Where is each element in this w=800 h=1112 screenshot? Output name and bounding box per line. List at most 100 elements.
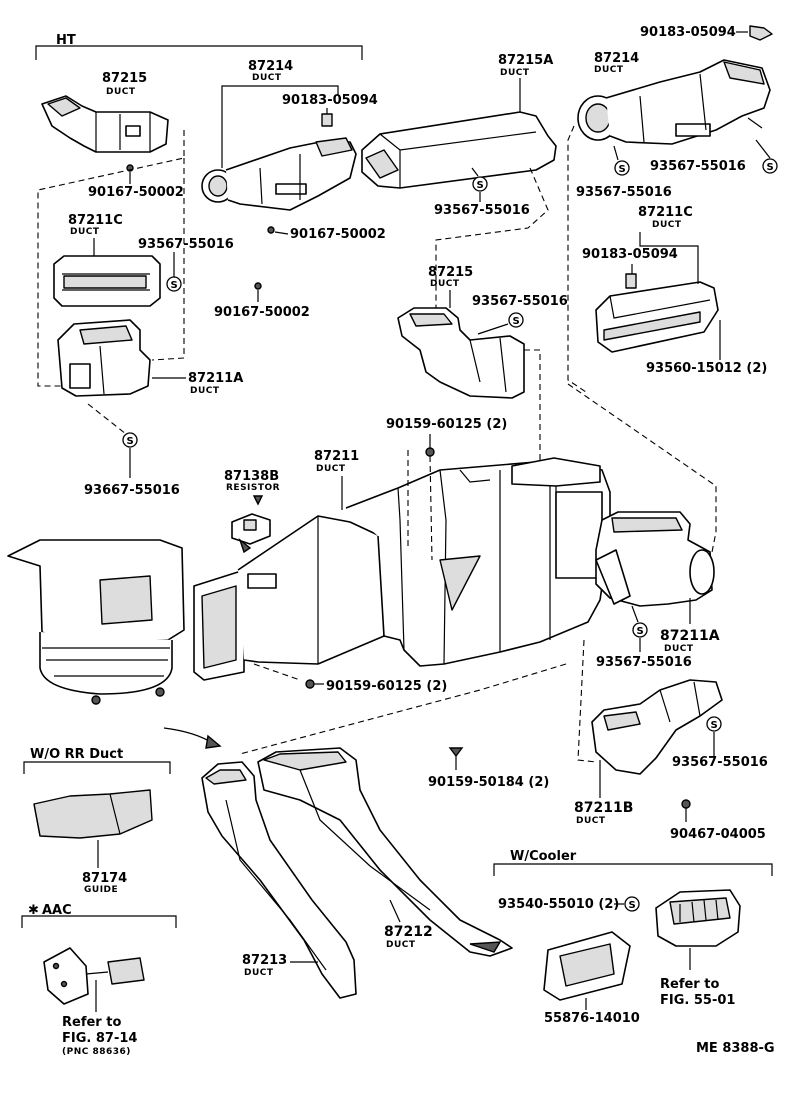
label-87211a-right-pn: 87211A — [660, 628, 720, 644]
assembly-dash-right — [567, 125, 587, 393]
clip-icon — [321, 113, 333, 127]
label-87211-name: DUCT — [316, 464, 346, 474]
heater-unit-87211 — [7, 457, 611, 705]
fastener-90183-05094-left: 90183-05094 — [282, 93, 378, 108]
duct-87212 — [257, 747, 513, 957]
cooler-outlet-part — [655, 889, 741, 947]
wo-rr-duct-section: W/O RR Duct — [23, 747, 171, 774]
screw-icon — [252, 495, 264, 506]
duct-87214-left — [201, 137, 357, 211]
label-87211b-pn: 87211B — [574, 800, 633, 816]
label-87215a-name: DUCT — [500, 68, 530, 78]
ref-fig87-line1: Refer to — [62, 1015, 121, 1030]
sealer-symbol-letter: S — [477, 180, 484, 191]
fastener-90467-04005: 90467-04005 — [670, 827, 766, 842]
label-87174-name: GUIDE — [84, 885, 118, 895]
screw-icon — [254, 282, 262, 290]
sealer-symbol-icon — [508, 312, 524, 328]
fastener-90183-05094-top: 90183-05094 — [640, 25, 736, 40]
label-87214-right-name: DUCT — [594, 65, 624, 75]
label-87211c-right-pn: 87211C — [638, 205, 693, 220]
sealer-symbol-letter: S — [767, 162, 774, 173]
duct-87211b — [591, 679, 723, 775]
sealer-symbol-icon — [614, 160, 630, 176]
fastener-90167-50002-a: 90167-50002 — [88, 185, 184, 200]
ht-section: HT — [35, 33, 363, 60]
label-87213-name: DUCT — [244, 968, 274, 978]
sealer-symbol-letter: S — [619, 164, 626, 175]
fastener-93567-55016-b: 93567-55016 — [434, 203, 530, 218]
screw-icon — [425, 447, 435, 457]
duct-87211a-right — [595, 511, 715, 607]
label-87214-left-pn: 87214 — [248, 59, 293, 74]
fastener-90159-60125-top: 90159-60125 (2) — [386, 417, 507, 432]
ref-fig55-line1: Refer to — [660, 977, 719, 992]
fastener-90159-50184: 90159-50184 (2) — [428, 775, 549, 790]
duct-87213 — [201, 761, 357, 999]
ht-section-title: HT — [56, 33, 76, 48]
duct-87215-mid — [397, 307, 525, 399]
clip-icon — [749, 25, 773, 41]
label-87215-top-name: DUCT — [106, 87, 136, 97]
aac-mark: ✱ — [28, 903, 39, 918]
fastener-93567-55016-f: 93567-55016 — [596, 655, 692, 670]
sealer-symbol-letter: S — [637, 626, 644, 637]
aac-sensor-part — [43, 947, 145, 1005]
figure-code: ME 8388-G — [696, 1041, 775, 1056]
sealer-symbol-letter: S — [629, 900, 636, 911]
fastener-90183-05094-right: 90183-05094 — [582, 247, 678, 262]
sealer-symbol-icon — [762, 158, 778, 174]
sealer-symbol-icon — [624, 896, 640, 912]
label-87211c-left-pn: 87211C — [68, 213, 123, 228]
fastener-55876-14010: 55876-14010 — [544, 1011, 640, 1026]
duct-87214-right — [577, 59, 771, 145]
fastener-93567-55016-a: 93567-55016 — [138, 237, 234, 252]
fastener-93540-55010: 93540-55010 (2) — [498, 897, 619, 912]
assembly-dash-center — [435, 167, 549, 316]
fastener-93567-55016-e: 93567-55016 — [472, 294, 568, 309]
label-87214-left-name: DUCT — [252, 73, 282, 83]
sealer-symbol-letter: S — [513, 316, 520, 327]
sealer-symbol-letter: S — [711, 720, 718, 731]
sealer-symbol-icon — [706, 716, 722, 732]
label-87215-mid-name: DUCT — [430, 279, 460, 289]
label-87215a-pn: 87215A — [498, 53, 553, 68]
duct-87211c-left — [53, 255, 161, 307]
label-87211c-right-name: DUCT — [652, 220, 682, 230]
label-87213-pn: 87213 — [242, 953, 287, 968]
fastener-93560-15012: 93560-15012 (2) — [646, 361, 767, 376]
label-87212-pn: 87212 — [384, 924, 433, 940]
ref-fig87-line2: FIG. 87-14 — [62, 1031, 137, 1046]
label-87211a-right-name: DUCT — [664, 644, 694, 654]
sealer-symbol-letter: S — [127, 436, 134, 447]
label-87215-mid-pn: 87215 — [428, 265, 473, 280]
arrow-head-icon — [205, 734, 222, 749]
aac-title: AAC — [42, 903, 72, 918]
fastener-93567-55016-g: 93567-55016 — [672, 755, 768, 770]
fastener-90159-60125-bottom: 90159-60125 (2) — [326, 679, 447, 694]
screw-icon — [305, 679, 315, 689]
sealer-symbol-icon — [632, 622, 648, 638]
label-87211c-left-name: DUCT — [70, 227, 100, 237]
label-87211b-name: DUCT — [576, 816, 606, 826]
label-87174-pn: 87174 — [82, 871, 127, 886]
screw-icon — [448, 747, 464, 758]
seal-55876-14010 — [543, 931, 631, 1001]
label-87215-top-pn: 87215 — [102, 71, 147, 86]
resistor-87138b — [231, 513, 271, 554]
label-87138b-name: RESISTOR — [226, 483, 280, 493]
aac-section: ✱ AAC — [21, 903, 177, 928]
ref-fig87-pnc: (PNC 88636) — [62, 1047, 131, 1057]
fastener-93667-55016: 93667-55016 — [84, 483, 180, 498]
label-87211-pn: 87211 — [314, 449, 359, 464]
guide-87174 — [33, 789, 153, 839]
label-87211a-left-pn: 87211A — [188, 371, 243, 386]
screw-icon — [681, 799, 691, 809]
sealer-symbol-letter: S — [171, 280, 178, 291]
screw-icon — [267, 226, 275, 234]
w-cooler-title: W/Cooler — [510, 849, 577, 864]
duct-87215a — [361, 111, 557, 189]
label-87212-name: DUCT — [386, 940, 416, 950]
w-cooler-section: W/Cooler — [493, 849, 773, 876]
